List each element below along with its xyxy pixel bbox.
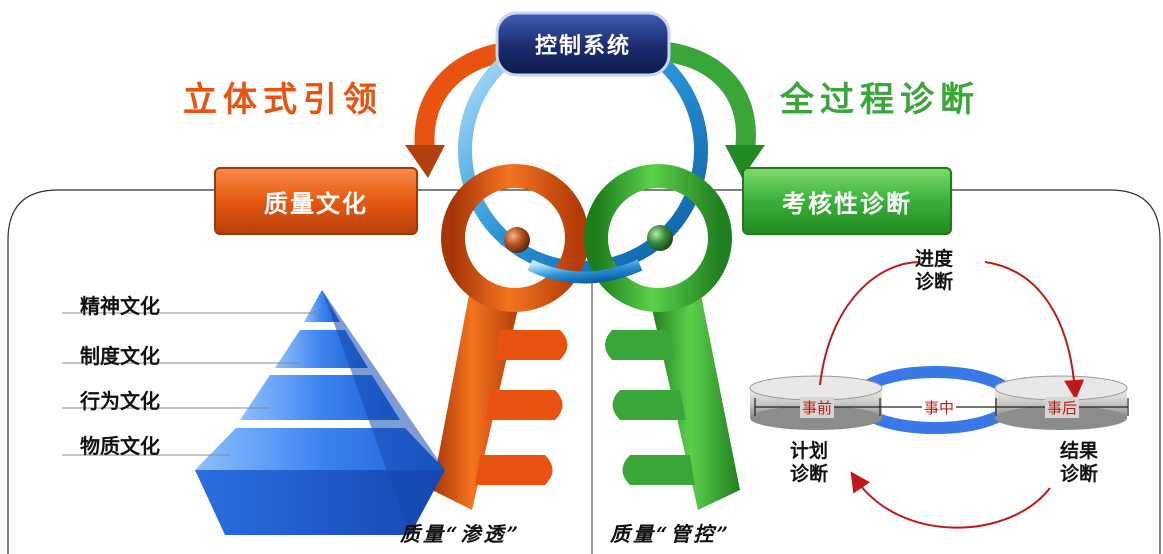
layer-material-culture: 物质文化	[80, 434, 160, 458]
result-line1: 结果	[1060, 440, 1099, 462]
right-caption: 质量“管控”	[610, 522, 732, 546]
phase-during: 事中	[922, 397, 957, 418]
green-key	[584, 164, 740, 510]
plan-line1: 计划	[790, 440, 829, 462]
pyramid	[195, 290, 445, 535]
plan-line2: 诊断	[790, 463, 829, 485]
assessment-diagnosis-box: 考核性诊断	[782, 189, 912, 218]
quality-culture-box: 质量文化	[264, 189, 368, 218]
left-curved-arrow	[414, 42, 507, 151]
result-diagnosis: 结果 诊断	[1060, 440, 1098, 486]
layer-spirit-culture: 精神文化	[80, 294, 160, 318]
orange-key	[432, 164, 589, 510]
left-panel-border	[7, 189, 540, 554]
right-arrow-head	[725, 145, 765, 178]
orange-bead	[504, 227, 530, 253]
green-bead	[647, 225, 673, 251]
progress-line2: 诊断	[915, 271, 954, 293]
arrow-plan-to-progress	[819, 261, 921, 386]
arrow-result-to-plan	[850, 471, 1051, 529]
assessment-box-bg	[742, 167, 952, 235]
layer-behavior-culture: 行为文化	[80, 389, 160, 413]
right-panel-border	[640, 189, 1161, 554]
progress-line1: 进度	[915, 248, 954, 270]
left-caption: 质量“渗透”	[400, 522, 522, 546]
left-arrow-head	[405, 145, 445, 178]
phase-after: 事后	[1045, 397, 1080, 418]
phase-before: 事前	[800, 397, 835, 418]
left-title: 立体式引领	[183, 80, 383, 120]
result-line2: 诊断	[1060, 463, 1099, 485]
right-curved-arrow	[666, 42, 756, 152]
right-title: 全过程诊断	[780, 80, 980, 120]
quality-culture-box-bg	[214, 167, 418, 235]
arrow-progress-to-result	[984, 261, 1085, 400]
control-system-pill	[495, 11, 671, 77]
progress-diagnosis: 进度 诊断	[915, 248, 953, 294]
plan-diagnosis: 计划 诊断	[790, 440, 828, 486]
key-ring-front	[527, 259, 643, 284]
layer-system-culture: 制度文化	[80, 344, 160, 368]
control-system-label: 控制系统	[534, 34, 631, 59]
